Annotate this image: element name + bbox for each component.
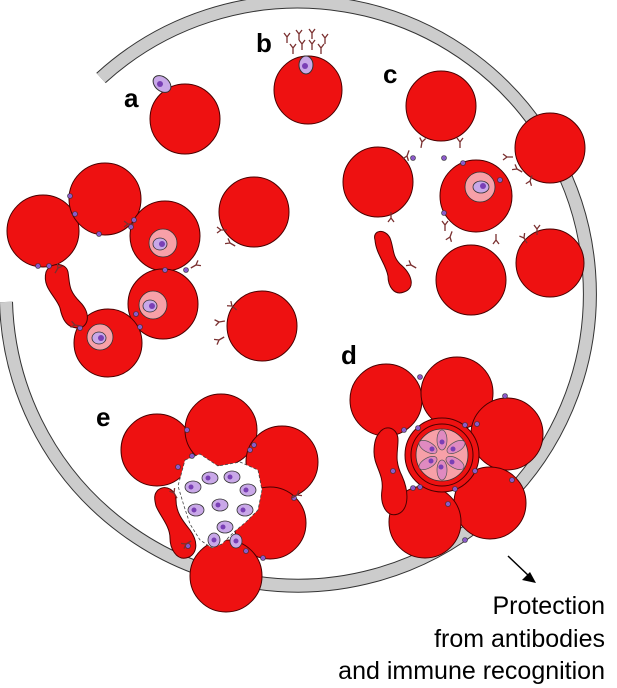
- caption-line-1: Protection: [492, 592, 605, 620]
- red-blood-cell: [226, 290, 298, 362]
- parasite: [86, 323, 114, 351]
- vessel-wall-fill: [0, 0, 596, 592]
- panel-d-group: d: [341, 340, 544, 559]
- deformed-red-blood-cell: [374, 231, 412, 294]
- parasite: [464, 171, 496, 203]
- parasite: [138, 290, 168, 320]
- released-merozoites: [184, 470, 257, 549]
- red-blood-cell: [470, 397, 544, 471]
- arrow-icon: [507, 555, 536, 583]
- merozoite: [298, 55, 314, 75]
- deformed-red-blood-cell: [44, 264, 88, 329]
- red-blood-cell: [349, 363, 423, 437]
- red-blood-cell: [68, 162, 142, 236]
- red-blood-cell: [342, 146, 414, 218]
- deformed-red-blood-cell: [154, 487, 197, 559]
- panel-c-group: c: [342, 59, 586, 316]
- panel-label-a: a: [124, 83, 139, 113]
- parasite: [148, 228, 178, 258]
- red-blood-cell: [149, 83, 221, 155]
- caption-line-2: from antibodies: [434, 625, 605, 653]
- red-blood-cell: [189, 539, 263, 613]
- schizont-infected-cell: [404, 417, 480, 493]
- panel-e-group: e: [96, 393, 319, 613]
- red-blood-cell: [6, 194, 80, 268]
- red-blood-cell: [405, 70, 477, 142]
- red-blood-cell: [218, 176, 290, 248]
- panel-a-group: a: [124, 75, 221, 155]
- panel-b-group: b: [256, 28, 343, 125]
- panel-label-e: e: [96, 402, 110, 432]
- panel-label-b: b: [256, 28, 272, 58]
- red-blood-cell: [514, 112, 586, 184]
- panel-label-c: c: [383, 59, 397, 89]
- left-cluster-group: [6, 162, 298, 378]
- caption-line-3: and immune recognition: [338, 657, 605, 685]
- red-blood-cell: [515, 228, 585, 298]
- red-blood-cell: [435, 244, 507, 316]
- merozoite: [152, 75, 172, 93]
- panel-label-d: d: [341, 340, 357, 370]
